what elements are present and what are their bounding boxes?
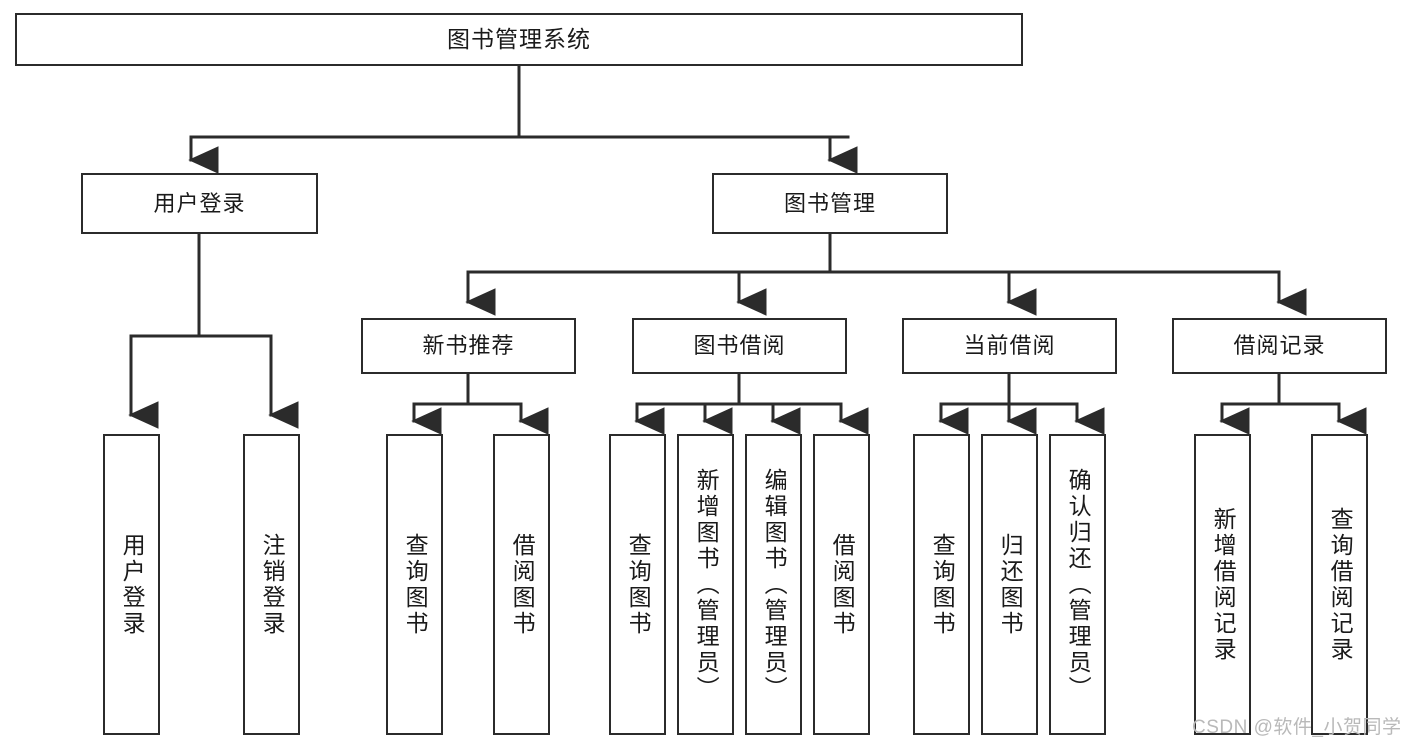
node-leaf-add-borrow-record[interactable]: 新增借阅记录 [1194, 434, 1251, 735]
node-label: 新书推荐 [422, 333, 515, 359]
node-leaf-query-books-newbook[interactable]: 查询图书 [386, 434, 443, 735]
node-book-management[interactable]: 图书管理 [712, 173, 948, 234]
node-label: 图书管理系统 [447, 26, 591, 53]
node-leaf-return-books[interactable]: 归还图书 [981, 434, 1038, 735]
csdn-watermark: CSDN @软件_小贺同学 [1192, 717, 1402, 738]
node-leaf-query-books-current[interactable]: 查询图书 [913, 434, 970, 735]
node-label: 用户登录 [119, 532, 146, 637]
node-label: 确认归还（管理员） [1065, 467, 1092, 702]
node-leaf-query-books-borrow[interactable]: 查询图书 [609, 434, 666, 735]
node-label: 借阅记录 [1233, 333, 1326, 359]
node-label: 归还图书 [997, 532, 1024, 637]
node-leaf-add-book-admin[interactable]: 新增图书（管理员） [677, 434, 734, 735]
node-book-borrowing[interactable]: 图书借阅 [632, 318, 847, 374]
node-root-book-management-system[interactable]: 图书管理系统 [15, 13, 1023, 66]
node-leaf-edit-book-admin[interactable]: 编辑图书（管理员） [745, 434, 802, 735]
node-label: 借阅图书 [829, 532, 856, 637]
node-leaf-confirm-return-admin[interactable]: 确认归还（管理员） [1049, 434, 1106, 735]
node-leaf-query-borrow-record[interactable]: 查询借阅记录 [1311, 434, 1368, 735]
node-label: 注销登录 [259, 532, 286, 637]
node-new-book-recommendation[interactable]: 新书推荐 [361, 318, 576, 374]
node-label: 新增借阅记录 [1210, 506, 1237, 663]
node-label: 借阅图书 [509, 532, 536, 637]
node-current-borrowing[interactable]: 当前借阅 [902, 318, 1117, 374]
node-leaf-borrow-books-newbook[interactable]: 借阅图书 [493, 434, 550, 735]
node-label: 图书管理 [783, 190, 876, 216]
node-label: 查询图书 [402, 532, 429, 637]
node-label: 查询图书 [929, 532, 956, 637]
node-label: 用户登录 [153, 190, 246, 216]
node-label: 新增图书（管理员） [693, 467, 720, 702]
node-label: 当前借阅 [963, 333, 1056, 359]
node-leaf-logout[interactable]: 注销登录 [243, 434, 300, 735]
node-borrowing-records[interactable]: 借阅记录 [1172, 318, 1387, 374]
node-user-login[interactable]: 用户登录 [81, 173, 318, 234]
node-label: 编辑图书（管理员） [761, 467, 788, 702]
node-label: 查询借阅记录 [1327, 506, 1354, 663]
node-leaf-borrow-books-borrow[interactable]: 借阅图书 [813, 434, 870, 735]
node-label: 查询图书 [625, 532, 652, 637]
node-leaf-user-login[interactable]: 用户登录 [103, 434, 160, 735]
node-label: 图书借阅 [693, 333, 786, 359]
